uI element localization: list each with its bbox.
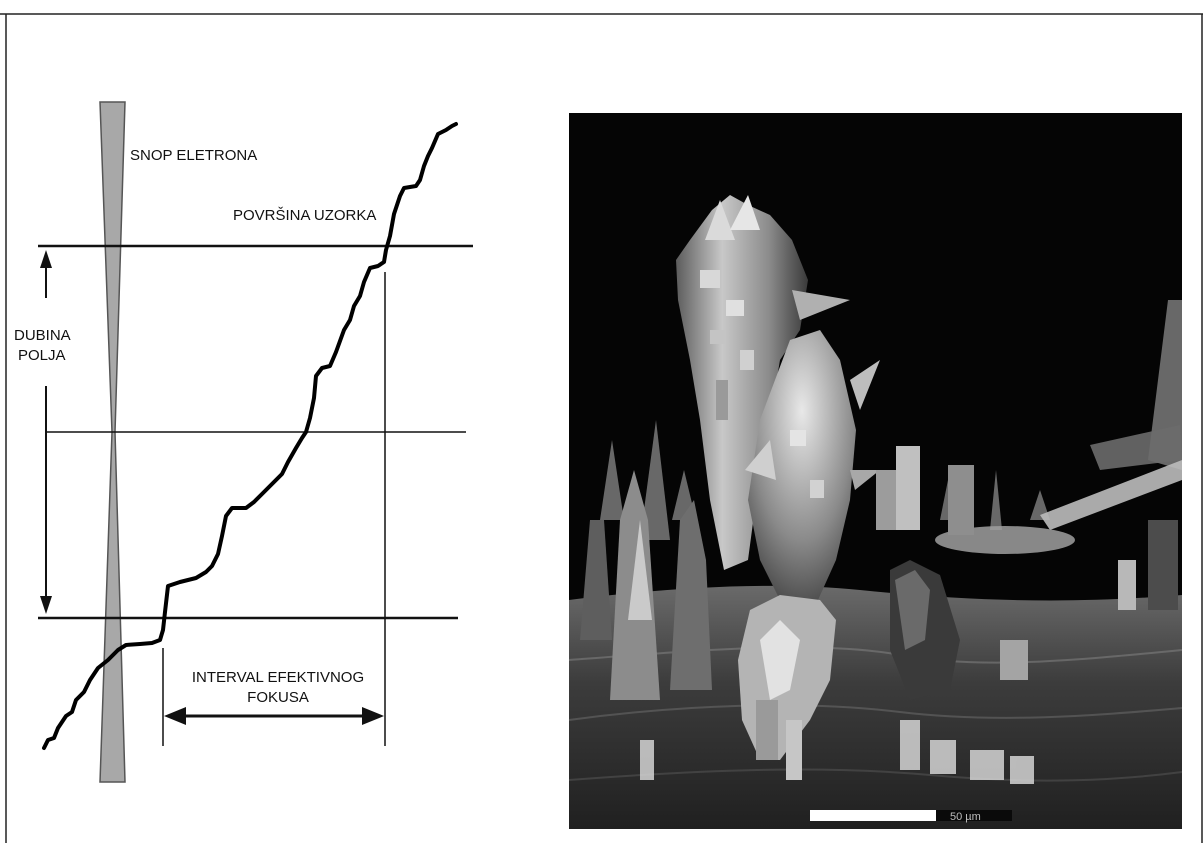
foreground-crystal	[738, 595, 836, 780]
midfield-crystals	[876, 446, 1178, 700]
figure-border	[0, 13, 1203, 843]
left-crystal-cluster	[580, 470, 712, 700]
depth-of-field-diagram: SNOP ELETRONA POVRŠINA UZORKA DUBINA POL…	[14, 101, 473, 783]
scale-bar-label: 50 µm	[950, 811, 981, 823]
substrate-floor	[569, 585, 1182, 829]
depth-label-line1: DUBINA	[14, 327, 71, 344]
scale-bar: 50 µm	[810, 810, 1012, 823]
depth-of-field-arrow	[40, 250, 52, 614]
beam-label: SNOP ELETRONA	[130, 147, 257, 164]
effective-focus-arrow	[164, 707, 384, 725]
sem-micrograph: 50 µm	[568, 113, 1183, 829]
spiky-crystal-column	[745, 330, 880, 600]
electron-beam	[99, 101, 126, 783]
depth-label-line2: POLJA	[18, 347, 66, 364]
interval-label-line2: FOKUSA	[247, 689, 309, 706]
interval-label-line1: INTERVAL EFEKTIVNOG	[192, 669, 364, 686]
main-crystal-tower	[676, 195, 850, 570]
crystal-plate	[1040, 460, 1182, 530]
foreground-debris	[640, 720, 1034, 784]
surface-label: POVRŠINA UZORKA	[233, 207, 376, 224]
sample-surface-profile	[42, 122, 458, 750]
